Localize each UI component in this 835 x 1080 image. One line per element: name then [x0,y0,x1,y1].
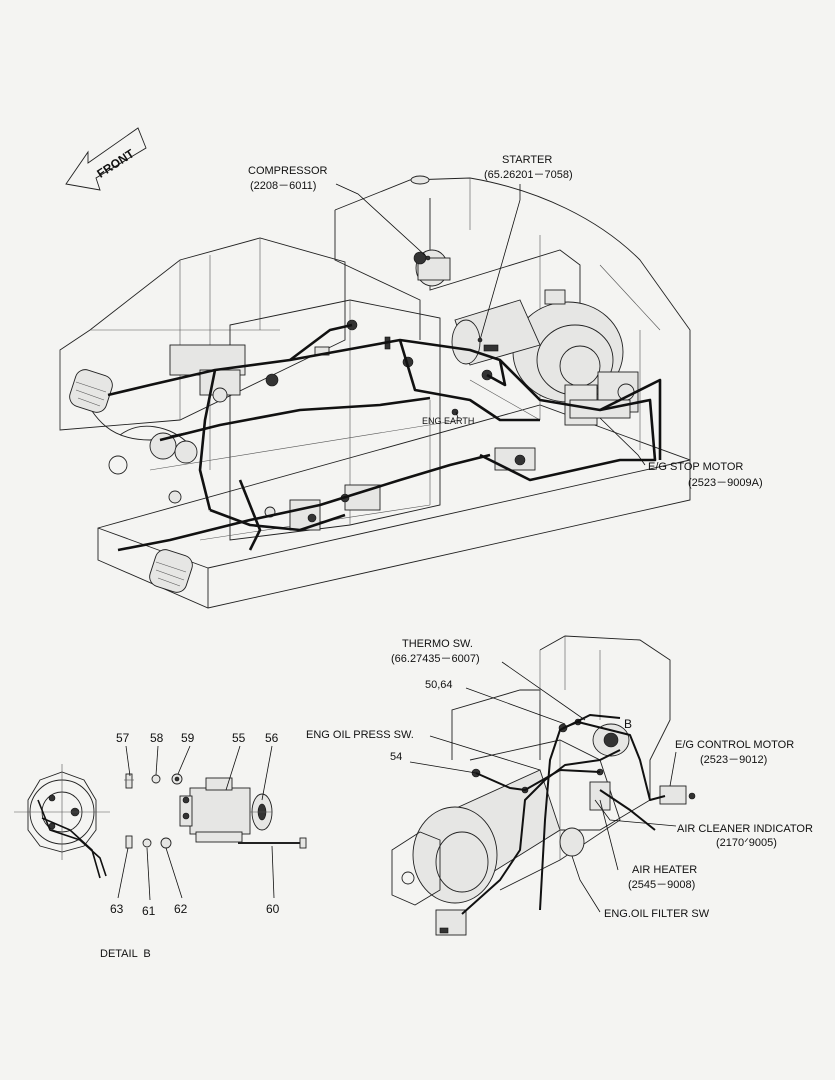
compressor-callout: COMPRESSOR (2208－6011) [248,165,328,192]
control-motor-part-no: (2523－9012) [700,754,767,766]
air-cleaner-callout: AIR CLEANER INDICATOR (2170ᐟ9005) [677,823,813,849]
air-cleaner-part-no: (2170ᐟ9005) [716,837,777,849]
eng-earth-label: ENG EARTH [422,416,474,426]
air-heater-name: AIR HEATER [632,864,697,876]
ref-50-64: 50,64 [425,679,453,691]
air-heater-part-no: (2545－9008) [628,879,695,891]
detail-b-bottom-numbers: 63 61 62 60 [110,902,280,918]
ref-59: 59 [181,731,195,745]
top-leader-lines [335,183,646,466]
air-heater-callout: AIR HEATER (2545－9008) [628,864,697,891]
stop-motor-callout: E/G STOP MOTOR (2523－9009A) [648,461,763,489]
engine-view-drawing [391,635,696,936]
air-cleaner-name: AIR CLEANER INDICATOR [677,823,813,835]
thermo-sw-name: THERMO SW. [402,638,473,650]
control-motor-name: E/G CONTROL MOTOR [675,739,794,751]
engine-leader-lines [409,661,677,913]
oil-filter-sw-label: ENG.OIL FILTER SW [604,908,710,920]
ref-63: 63 [110,902,124,916]
front-label: FRONT [94,146,137,181]
detail-b-title: DETAIL B [100,948,151,960]
ref-57: 57 [116,731,130,745]
top-components [69,319,536,593]
ref-60: 60 [266,902,280,916]
ref-58: 58 [150,731,164,745]
top-engine-block [410,175,639,426]
front-arrow: FRONT [65,127,147,191]
detail-b-drawing [14,764,307,879]
ref-54: 54 [390,751,402,763]
starter-part-no: (65.26201－7058) [484,169,573,181]
compressor-name: COMPRESSOR [248,165,328,177]
upper-frame-drawing [59,177,691,609]
stop-motor-part-no: (2523－9009A) [688,477,763,489]
starter-callout: STARTER (65.26201－7058) [484,154,573,181]
compressor-part-no: (2208－6011) [250,180,316,192]
detail-b-marker: B [624,717,632,731]
thermo-sw-part-no: (66.27435－6007) [391,653,480,665]
detail-b-top-numbers: 57 58 59 55 56 [116,731,279,745]
stop-motor-name: E/G STOP MOTOR [648,461,743,473]
ref-55: 55 [232,731,246,745]
thermo-sw-callout: THERMO SW. (66.27435－6007) [391,638,480,665]
top-wiring-harness [107,323,662,552]
detail-b-leader-lines [117,745,275,901]
starter-name: STARTER [502,154,552,166]
ref-61: 61 [142,904,156,918]
oil-press-sw-label: ENG OIL PRESS SW. [306,729,414,741]
control-motor-callout: E/G CONTROL MOTOR (2523－9012) [675,739,794,766]
ref-56: 56 [265,731,279,745]
ref-62: 62 [174,902,188,916]
